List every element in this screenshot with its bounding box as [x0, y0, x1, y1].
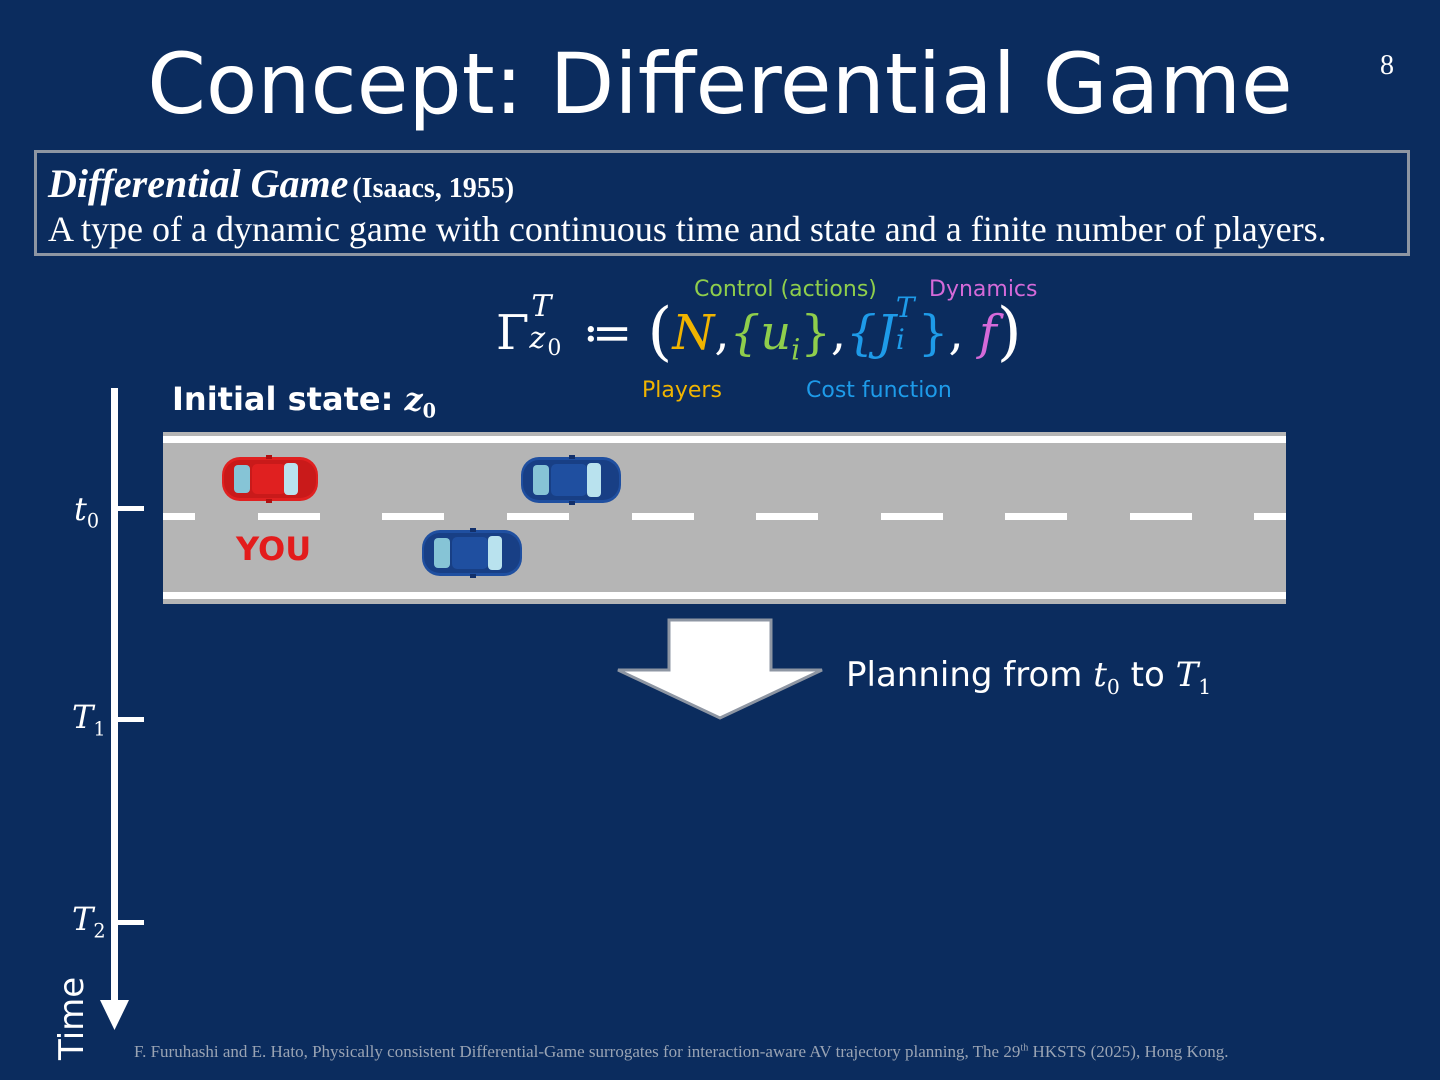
time-axis-arrowhead: [100, 1000, 129, 1030]
ego-car: [222, 455, 318, 503]
road: [163, 432, 1286, 604]
tick-mark-t0: [111, 506, 144, 511]
tick-mark-t2: [111, 920, 144, 925]
other-car-2: [422, 528, 522, 578]
tick-label-t0: t0: [74, 490, 99, 532]
time-axis: [111, 388, 118, 1002]
planning-arrow: [618, 620, 822, 718]
time-axis-label: Time: [52, 977, 92, 1060]
planning-text: Planning from t0 to T1: [846, 655, 1211, 699]
footer-citation: F. Furuhashi and E. Hato, Physically con…: [134, 1042, 1229, 1062]
tick-label-T1: T1: [72, 698, 106, 740]
you-label: YOU: [236, 530, 311, 568]
other-car-1: [521, 455, 621, 505]
road-edge-top: [163, 436, 1286, 443]
tick-label-T2: T2: [72, 900, 106, 942]
tick-mark-t1: [111, 717, 144, 722]
road-edge-bottom: [163, 592, 1286, 599]
